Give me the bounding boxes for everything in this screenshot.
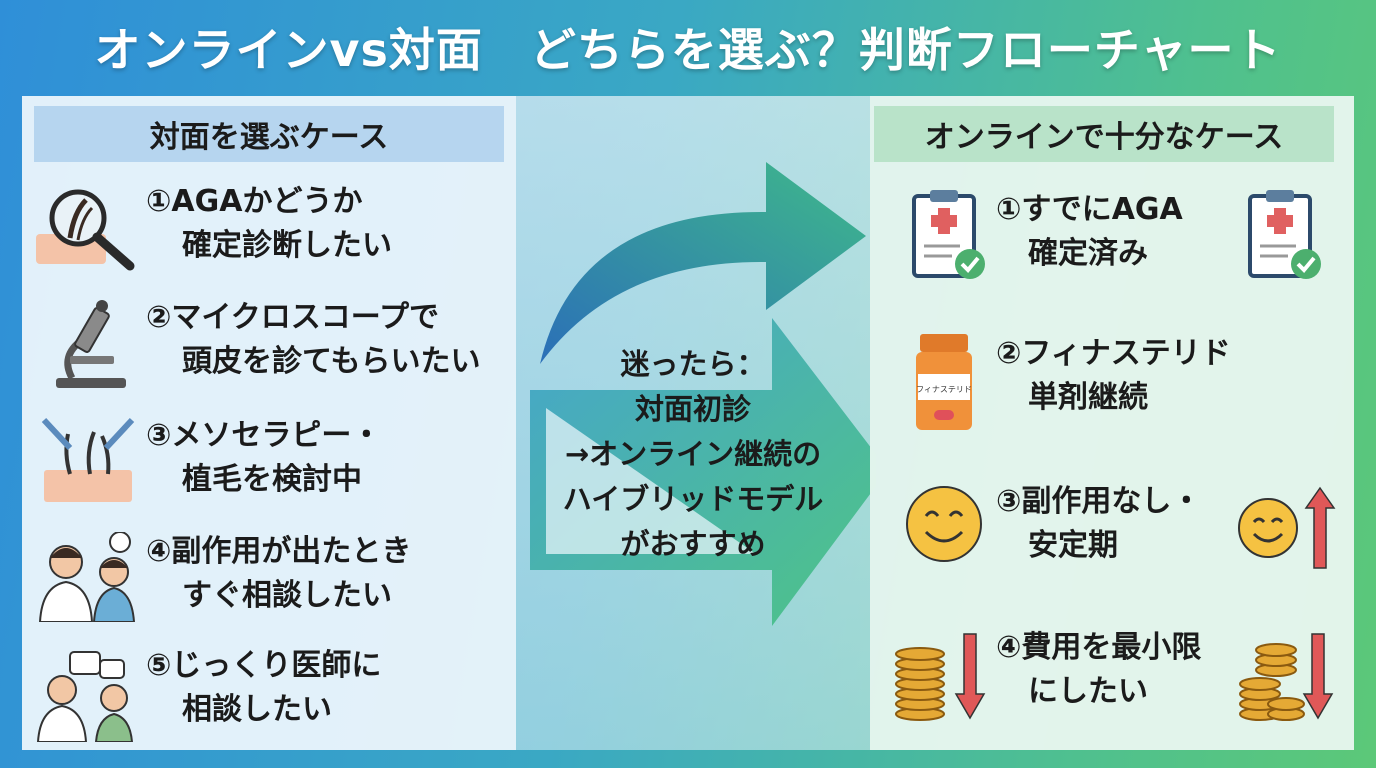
recommendation-text: 迷ったら： 対面初診 →オンライン継続の ハイブリッドモデル がおすすめ — [528, 342, 858, 567]
item-line2: 植毛を検討中 — [182, 462, 362, 497]
online-item-text: ①すでにAGA 確定済み — [996, 188, 1183, 276]
item-line1: ④副作用が出たとき — [146, 534, 412, 569]
item-line1: ③副作用なし・ — [996, 484, 1202, 519]
item-line2: 確定済み — [1028, 236, 1148, 271]
item-line2: にしたい — [1028, 674, 1148, 709]
item-line2: 確定診断したい — [182, 228, 392, 263]
in-person-item-treatment: ③メソセラピー・ 植毛を検討中 — [22, 406, 516, 516]
online-item-confirmed: ①すでにAGA 確定済み — [870, 184, 1354, 294]
syringe-scalp-icon — [41, 417, 135, 502]
doctor-consult-icon — [38, 532, 136, 622]
item-line1: ①すでにAGA — [996, 192, 1183, 227]
in-person-header: 対面を選ぶケース — [34, 106, 504, 162]
smiley-icon — [906, 486, 982, 562]
coins-down-icon — [895, 633, 986, 721]
online-header: オンラインで十分なケース — [874, 106, 1334, 162]
item-line1: ②マイクロスコープで — [146, 300, 440, 335]
recommendation-line: ハイブリッドモデル — [562, 482, 824, 516]
clipboard-check-icon — [912, 190, 985, 279]
in-person-item-diagnosis: ①AGAかどうか 確定診断したい — [22, 172, 516, 282]
recommendation-line: 対面初診 — [634, 392, 751, 426]
magnifier-scalp-icon — [36, 189, 135, 271]
recommendation-line: がおすすめ — [620, 527, 766, 561]
in-person-item-text: ③メソセラピー・ 植毛を検討中 — [146, 414, 381, 502]
online-item-cost: ④費用を最小限 にしたい — [870, 622, 1354, 732]
online-panel: オンラインで十分なケース ①すでにAGA 確定済み — [870, 96, 1354, 750]
coins-down-icon — [1239, 633, 1334, 721]
item-line2: 安定期 — [1028, 528, 1118, 563]
in-person-item-microscope: ②マイクロスコープで 頭皮を診てもらいたい — [22, 288, 516, 398]
pill-bottle-icon: フィナステリド — [916, 334, 972, 430]
item-line1: ⑤じっくり医師に — [146, 648, 382, 683]
in-person-item-text: ①AGAかどうか 確定診断したい — [146, 180, 392, 268]
flow-arrows — [530, 162, 876, 626]
online-item-stable: ③副作用なし・ 安定期 — [870, 476, 1354, 586]
online-item-text: ②フィナステリド 単剤継続 — [996, 332, 1231, 420]
item-line2: すぐ相談したい — [182, 578, 392, 613]
item-line1: ④費用を最小限 — [996, 630, 1202, 665]
page-title: オンラインvs対面 どちらを選ぶ？判断フローチャート — [94, 23, 1282, 77]
online-item-text: ③副作用なし・ 安定期 — [996, 480, 1201, 568]
in-person-item-text: ④副作用が出たとき すぐ相談したい — [146, 530, 411, 618]
smiley-up-icon — [1238, 486, 1336, 569]
in-person-item-text: ⑤じっくり医師に 相談したい — [146, 644, 381, 732]
item-line2: 単剤継続 — [1028, 380, 1148, 415]
online-item-text: ④費用を最小限 にしたい — [996, 626, 1201, 714]
item-line2: 頭皮を診てもらいたい — [182, 344, 481, 379]
bottle-label: フィナステリド — [916, 385, 972, 394]
in-person-panel: 対面を選ぶケース ①AGAかどうか 確定診断したい ②マイクロスコープで 頭皮を… — [22, 96, 516, 750]
item-line1: ③メソセラピー・ — [146, 418, 382, 453]
doctor-chat-icon — [36, 651, 134, 742]
clipboard-check-icon — [1248, 190, 1321, 279]
item-line2: 相談したい — [182, 692, 332, 727]
in-person-item-side-effects: ④副作用が出たとき すぐ相談したい — [22, 522, 516, 632]
microscope-icon — [56, 300, 126, 388]
curved-arrow-icon — [540, 162, 866, 364]
in-person-item-text: ②マイクロスコープで 頭皮を診てもらいたい — [146, 296, 481, 384]
recommendation-line: →オンライン継続の — [564, 437, 822, 471]
recommendation-line: 迷ったら： — [620, 347, 766, 381]
in-person-item-consultation: ⑤じっくり医師に 相談したい — [22, 636, 516, 746]
item-line1: ②フィナステリド — [996, 336, 1231, 371]
item-line1: ①AGAかどうか — [146, 184, 363, 219]
online-item-finasteride: フィナステリド ②フィナステリド 単剤継続 — [870, 328, 1354, 438]
